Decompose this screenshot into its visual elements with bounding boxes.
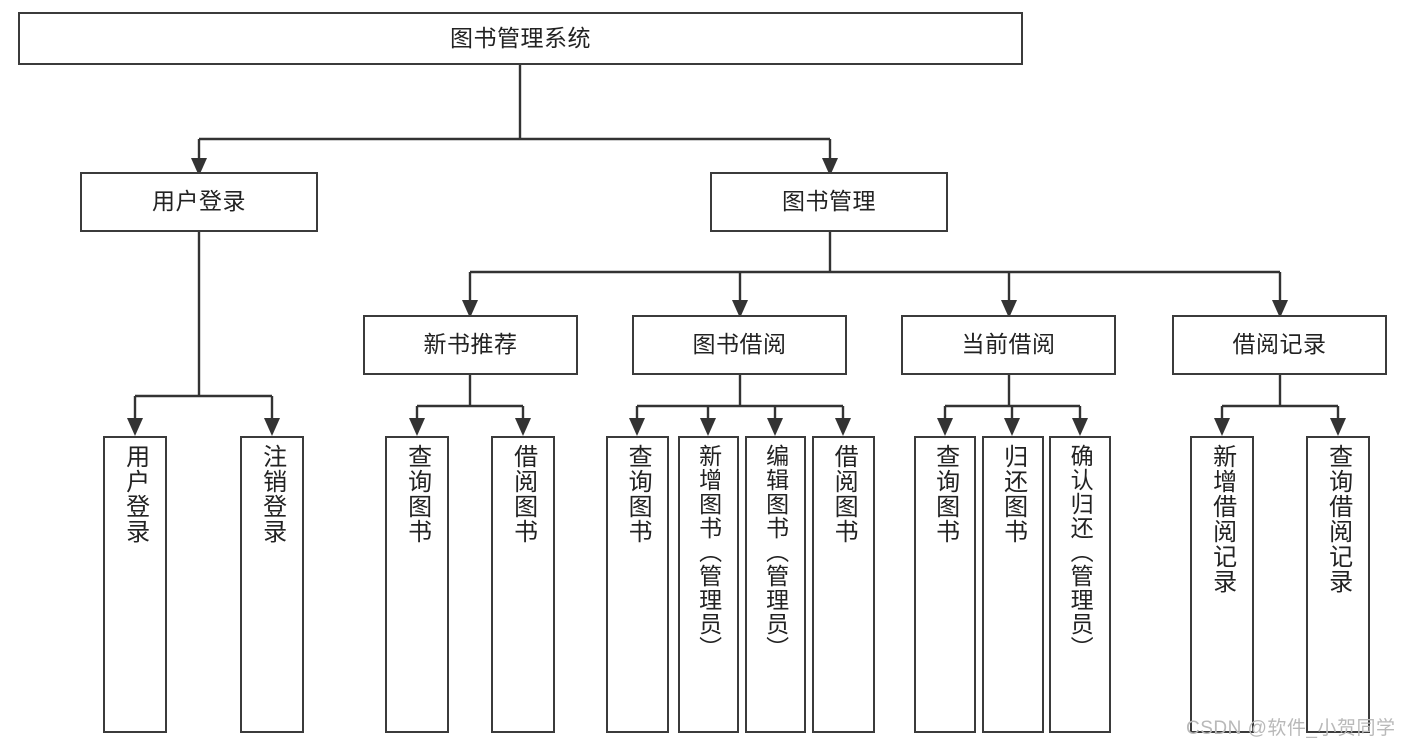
node-label: 注销登录 — [258, 444, 286, 544]
leaf-query-borrow-record[interactable]: 查询借阅记录 — [1306, 436, 1370, 733]
leaf-confirm-return-admin[interactable]: 确认归还（管理员） — [1049, 436, 1111, 733]
node-label: 查询图书 — [931, 444, 959, 544]
csdn-watermark: CSDN @软件_小贺同学 — [1186, 718, 1396, 739]
leaf-query-book-borrow[interactable]: 查询图书 — [606, 436, 669, 733]
node-label: 借阅图书 — [509, 444, 537, 544]
leaf-query-book-rec[interactable]: 查询图书 — [385, 436, 449, 733]
node-user-login[interactable]: 用户登录 — [80, 172, 318, 232]
node-label: 查询图书 — [403, 444, 431, 544]
node-root-book-management-system[interactable]: 图书管理系统 — [18, 12, 1023, 65]
node-label: 新书推荐 — [423, 331, 518, 358]
node-current-borrow[interactable]: 当前借阅 — [901, 315, 1116, 375]
leaf-edit-book-admin[interactable]: 编辑图书（管理员） — [745, 436, 806, 733]
node-label: 确认归还（管理员） — [1067, 444, 1094, 660]
node-label: 归还图书 — [999, 444, 1027, 544]
leaf-query-book-current[interactable]: 查询图书 — [914, 436, 976, 733]
node-label: 用户登录 — [121, 444, 149, 544]
node-label: 当前借阅 — [961, 331, 1056, 358]
node-book-borrow[interactable]: 图书借阅 — [632, 315, 847, 375]
node-label: 查询借阅记录 — [1324, 444, 1352, 594]
node-label: 新增图书（管理员） — [695, 444, 722, 660]
leaf-borrow-book-borrow[interactable]: 借阅图书 — [812, 436, 875, 733]
node-label: 编辑图书（管理员） — [762, 444, 789, 660]
leaf-borrow-book-rec[interactable]: 借阅图书 — [491, 436, 555, 733]
node-label: 图书管理系统 — [450, 24, 591, 51]
leaf-logout-login[interactable]: 注销登录 — [240, 436, 304, 733]
node-label: 图书借阅 — [692, 331, 787, 358]
node-new-book-recommend[interactable]: 新书推荐 — [363, 315, 578, 375]
node-label: 查询图书 — [624, 444, 652, 544]
leaf-add-book-admin[interactable]: 新增图书（管理员） — [678, 436, 739, 733]
node-label: 借阅图书 — [830, 444, 858, 544]
node-label: 图书管理 — [782, 188, 876, 215]
node-borrow-record[interactable]: 借阅记录 — [1172, 315, 1387, 375]
node-label: 用户登录 — [152, 188, 246, 215]
node-book-management[interactable]: 图书管理 — [710, 172, 948, 232]
leaf-user-login[interactable]: 用户登录 — [103, 436, 167, 733]
leaf-add-borrow-record[interactable]: 新增借阅记录 — [1190, 436, 1254, 733]
node-label: 借阅记录 — [1232, 331, 1327, 358]
leaf-return-book[interactable]: 归还图书 — [982, 436, 1044, 733]
node-label: 新增借阅记录 — [1208, 444, 1236, 594]
